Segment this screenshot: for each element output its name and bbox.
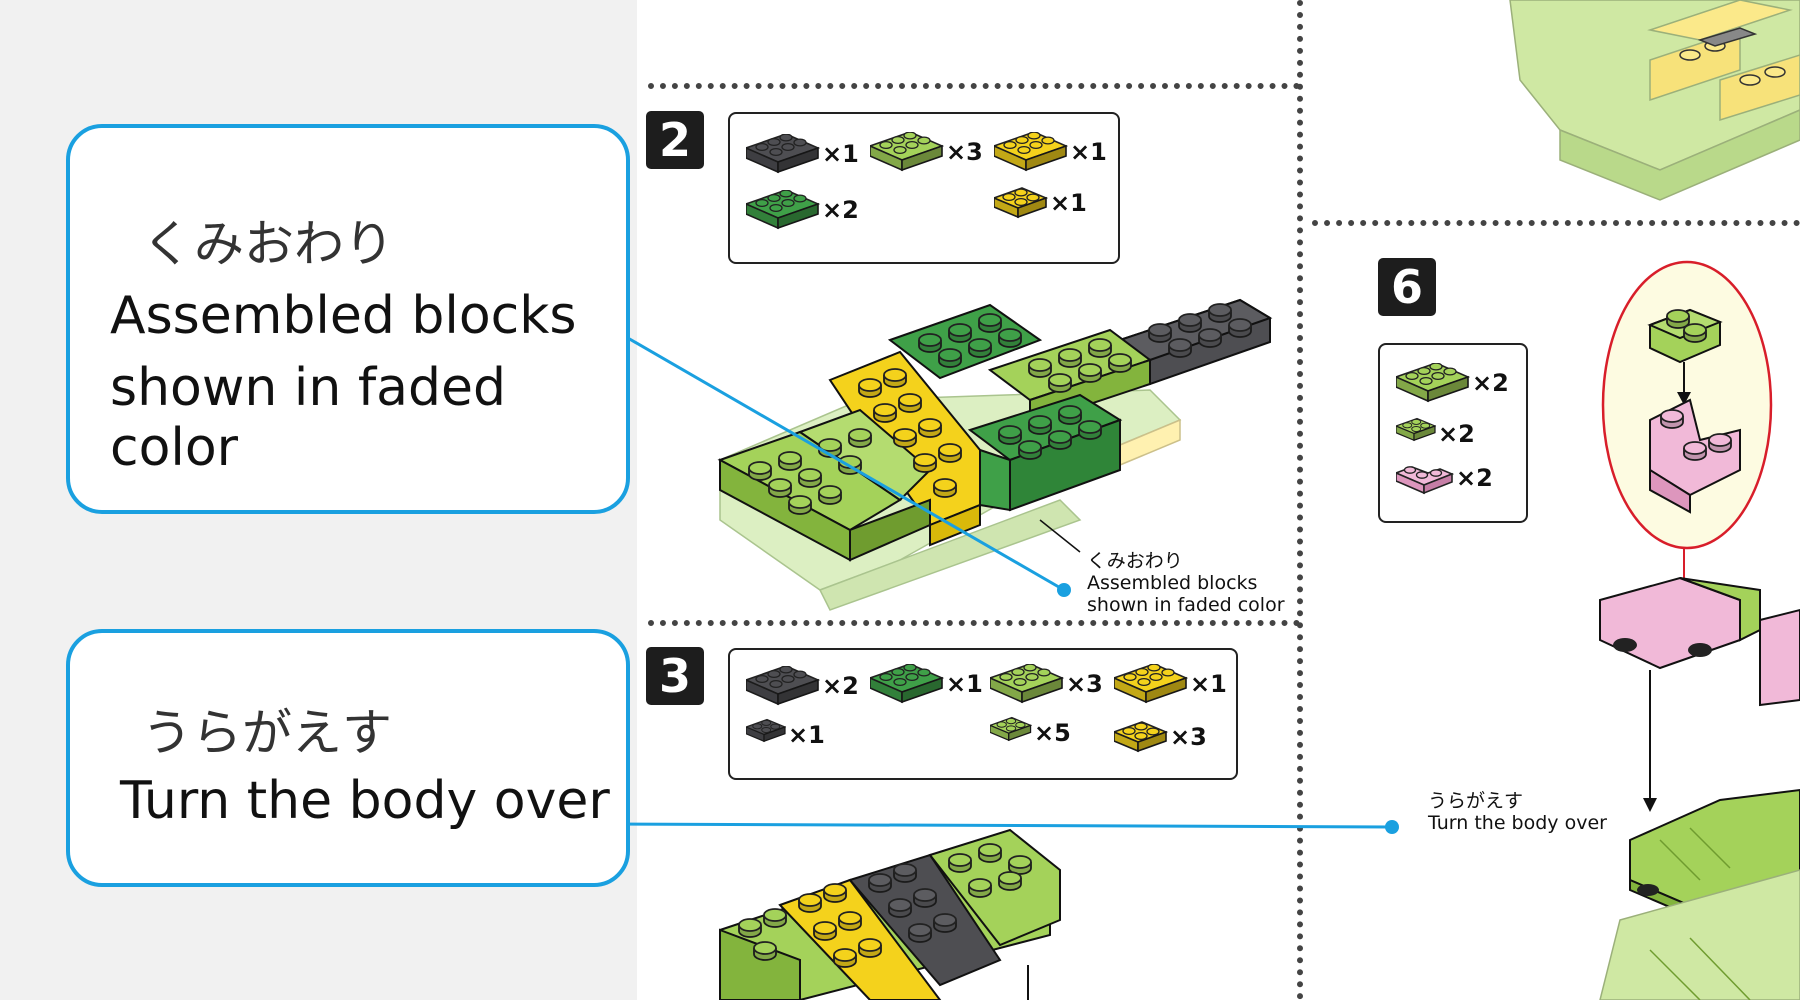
faded-assembly-top-right — [1509, 0, 1800, 201]
step-number-2: 2 — [646, 111, 704, 169]
callout-assembled-en-1: Assembled blocks — [110, 286, 577, 346]
label-turn-over: うらがえす Turn the body over — [1428, 790, 1607, 834]
step-6-body — [1599, 576, 1800, 1000]
step-6-detail — [1601, 260, 1773, 590]
divider-vertical — [1297, 0, 1303, 1000]
part-yellow-2x2: ×3 — [1114, 720, 1207, 754]
parts-list-step-6: ×2 ×2 ×2 — [1378, 343, 1528, 523]
part-yellow-2x3: ×1 — [1114, 664, 1227, 704]
step-3-assembly — [719, 828, 1061, 1000]
divider-right — [1312, 220, 1800, 226]
step-2-assembly — [717, 298, 1273, 611]
step-number-3: 3 — [646, 647, 704, 705]
callout-turn-jp: うらがえす — [142, 704, 392, 762]
part-lime-2x2: ×5 — [990, 716, 1071, 750]
part-green-2x3: ×1 — [870, 664, 983, 704]
part-pink-corner: ×2 — [1396, 461, 1493, 495]
part-lime-2x3: ×3 — [870, 132, 983, 172]
part-dark-2x2: ×1 — [746, 718, 825, 752]
callout-dot-assembled — [1057, 583, 1071, 597]
callout-assembled-jp: くみおわり — [142, 215, 394, 273]
callout-assembled-en-2: shown in faded color — [110, 358, 506, 478]
part-dark-2x3: ×2 — [746, 666, 859, 706]
callout-dot-turn — [1385, 820, 1399, 834]
part-green-2x3: ×2 — [746, 190, 859, 230]
parts-list-step-3: ×2 ×1 ×3 ×1 ×1 ×5 ×3 — [728, 648, 1238, 780]
part-yellow-2x3: ×1 — [994, 132, 1107, 172]
part-dark-2x3: ×1 — [746, 134, 859, 174]
divider-top — [648, 83, 1300, 89]
step-number-6: 6 — [1378, 258, 1436, 316]
callout-assembled: くみおわり Assembled blocks shown in faded co… — [66, 124, 630, 514]
parts-list-step-2: ×1 ×3 ×1 ×2 ×1 — [728, 112, 1120, 264]
callout-turn-en: Turn the body over — [120, 771, 610, 831]
callout-connectors — [613, 328, 1399, 834]
callout-turn-over: うらがえす Turn the body over — [66, 629, 630, 887]
part-yellow-2x2: ×1 — [994, 186, 1087, 220]
divider-middle — [648, 620, 1300, 626]
part-lime-2x2: ×2 — [1396, 417, 1475, 451]
label-assembled: くみおわり Assembled blocks shown in faded co… — [1087, 550, 1285, 616]
part-lime-2x3: ×2 — [1396, 363, 1509, 403]
part-lime-2x3: ×3 — [990, 664, 1103, 704]
